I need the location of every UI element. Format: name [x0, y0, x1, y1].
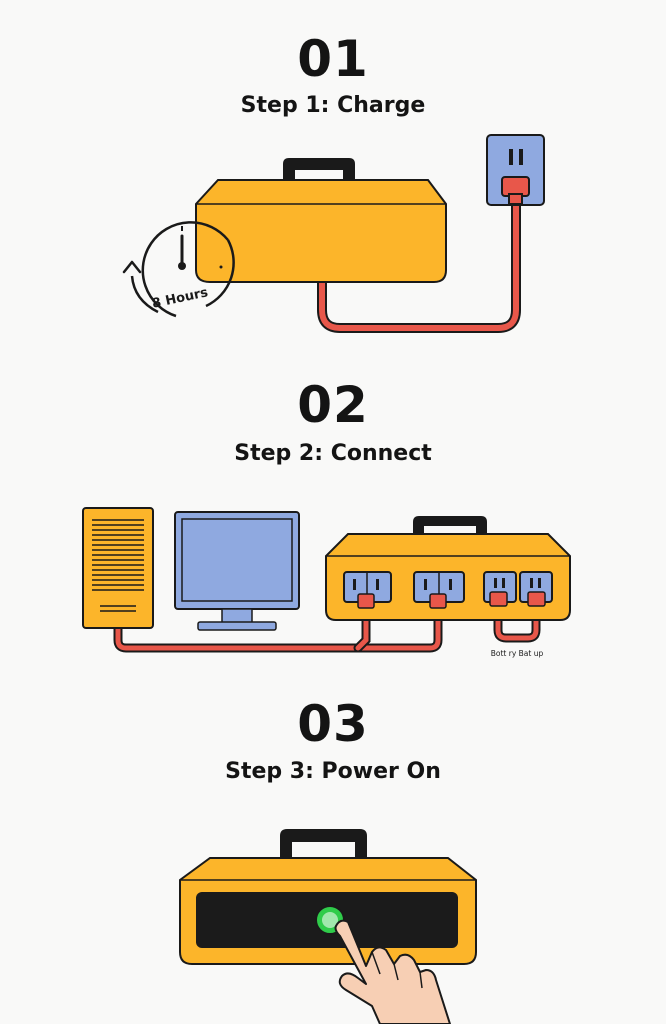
- outlet-1: [343, 571, 392, 609]
- tower-cable: [115, 603, 441, 651]
- step-1-title: Step 1: Charge: [240, 93, 426, 118]
- battery-power-icon: [179, 829, 477, 965]
- charge-cable: [319, 197, 519, 331]
- timer-label: 8 Hours: [151, 285, 210, 312]
- charge-illustration: 8 Hours: [122, 134, 545, 333]
- monitor-icon: [174, 511, 300, 631]
- pointing-hand-icon: [334, 919, 451, 1024]
- loop-cable: [495, 603, 539, 641]
- power-on-illustration: [179, 829, 477, 1024]
- step-3-number: 03: [297, 695, 369, 753]
- battery-icon: [195, 158, 447, 283]
- step-1-number: 01: [297, 30, 369, 88]
- step-2-number: 02: [297, 376, 369, 434]
- backup-label: Bott ry Bat up: [491, 649, 544, 658]
- step-3-title: Step 3: Power On: [225, 759, 441, 784]
- battery-outlets-icon: [325, 516, 571, 621]
- connect-illustration: Bott ry Bat up: [82, 507, 571, 658]
- arrow-up-icon: [122, 260, 142, 274]
- step-2-title: Step 2: Connect: [234, 441, 432, 466]
- wall-outlet: [486, 134, 545, 206]
- outlet-3: [483, 571, 517, 607]
- outlet-2: [413, 571, 465, 609]
- outlet-4: [519, 571, 553, 607]
- computer-tower-icon: [82, 507, 154, 629]
